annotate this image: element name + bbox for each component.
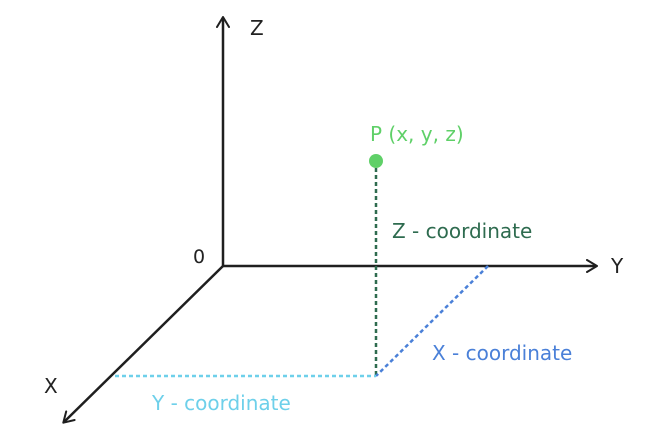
x-coordinate-line <box>375 265 489 377</box>
point-p-marker <box>369 154 383 168</box>
y-axis-label: Y <box>611 254 624 278</box>
x-coordinate-label: X - coordinate <box>432 341 573 365</box>
z-axis-label: Z <box>250 16 264 40</box>
y-coordinate-label: Y - coordinate <box>152 391 291 415</box>
x-axis <box>62 265 224 424</box>
x-axis-label: X <box>44 374 58 398</box>
point-p-label: P (x, y, z) <box>370 122 464 146</box>
z-coordinate-label: Z - coordinate <box>392 219 533 243</box>
origin-label: 0 <box>193 246 206 268</box>
